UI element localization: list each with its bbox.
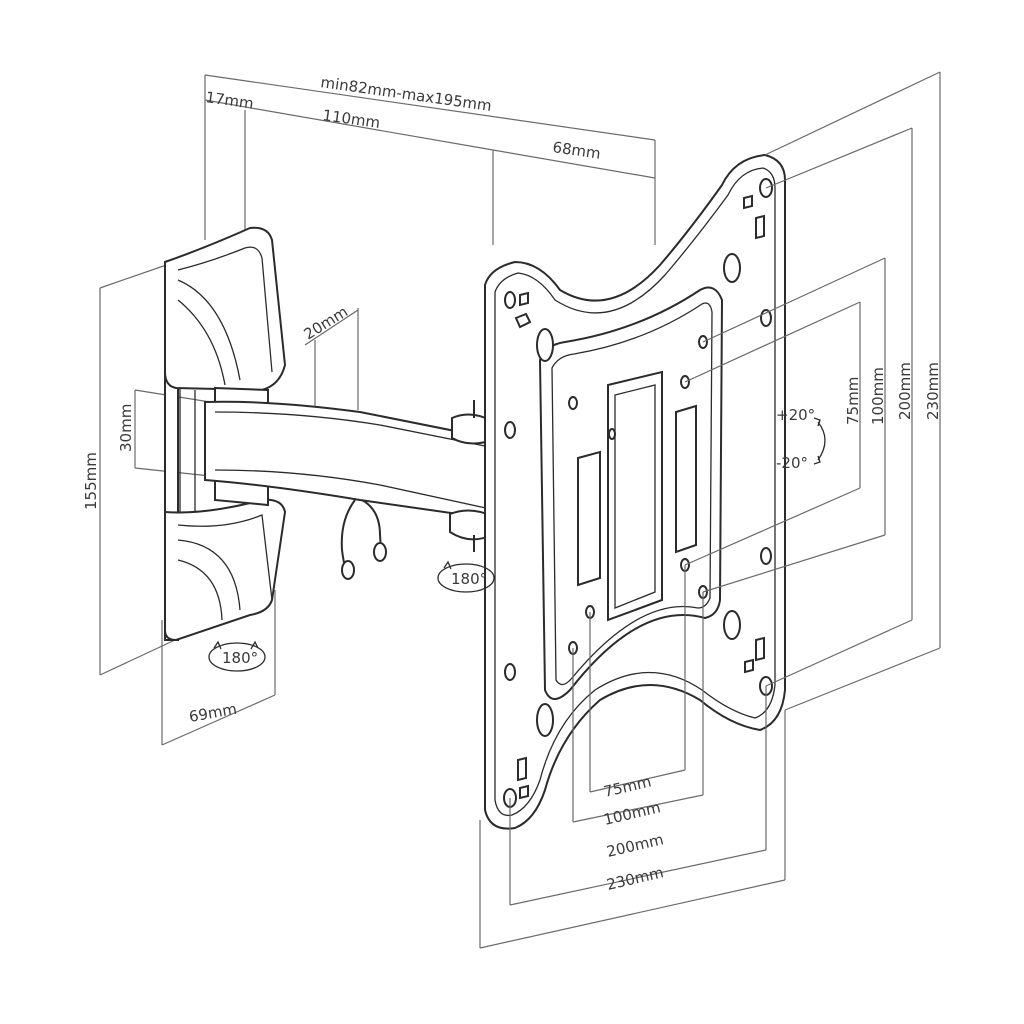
dim-vesa-h-230-label: 230mm: [605, 863, 665, 894]
dim-vesa-h-200-label: 200mm: [605, 830, 665, 861]
plate-swivel-label: 180°: [451, 570, 487, 588]
swing-arm: [204, 400, 501, 552]
wall-swivel-label: 180°: [222, 649, 258, 667]
dim-vesa-h-75-label: 75mm: [602, 772, 653, 800]
dim-bracket-height-label: 155mm: [82, 452, 100, 510]
bottom-dimension-lines: [479, 565, 786, 949]
plate-swivel-indicator: 180°: [437, 560, 495, 593]
dim-vesa-v-100-label: 100mm: [869, 367, 887, 425]
dim-vesa-h-100-label: 100mm: [602, 798, 662, 829]
cable-clips: [340, 499, 387, 580]
dim-top-right-label: 68mm: [551, 138, 601, 163]
dim-arm-height-label: 30mm: [117, 404, 135, 452]
dim-top-left-label: 17mm: [204, 88, 254, 113]
wall-swivel-indicator: 180°: [208, 640, 266, 672]
top-dimension-lines: [204, 74, 656, 275]
tilt-indicator: +20° -20°: [776, 406, 826, 472]
dim-vesa-v-200-label: 200mm: [896, 362, 914, 420]
left-dimension-lines: [99, 261, 276, 746]
tilt-down-label: -20°: [776, 454, 808, 472]
tilt-up-label: +20°: [776, 406, 815, 424]
dim-arm-width-label: 20mm: [301, 303, 352, 344]
right-dimension-lines: [684, 71, 941, 711]
vesa-plate: [484, 153, 786, 830]
dim-vesa-v-75-label: 75mm: [844, 377, 862, 425]
dim-top-mid-label: 110mm: [321, 106, 381, 132]
dim-vesa-v-230-label: 230mm: [924, 362, 942, 420]
wall-bracket: [164, 226, 287, 642]
